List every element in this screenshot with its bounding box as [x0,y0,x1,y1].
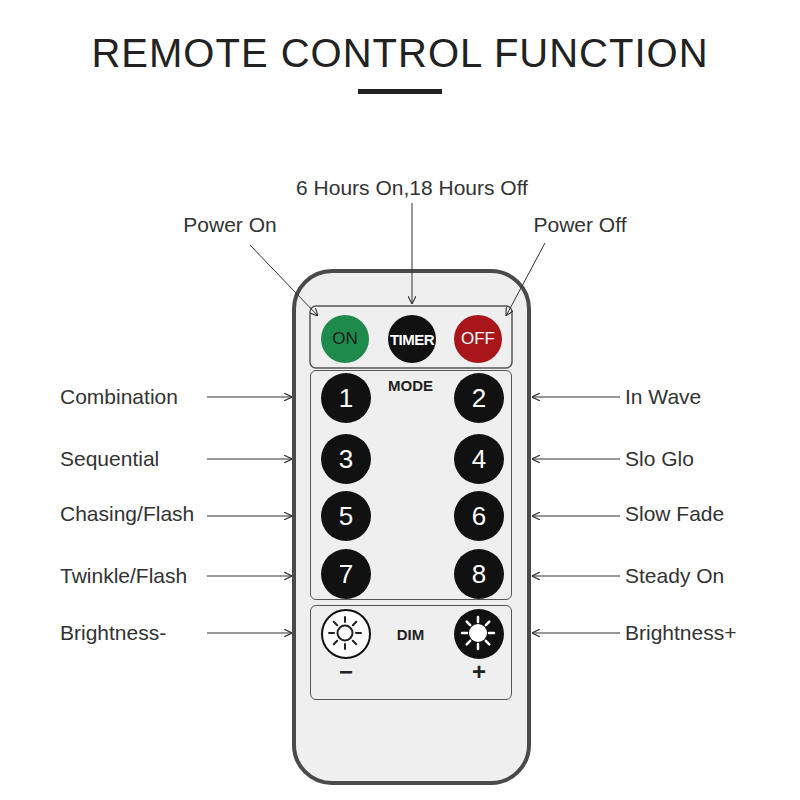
leader-line [532,633,620,634]
button-panel: MODE12345678 [310,370,512,600]
button-circle [321,434,371,484]
leader-line [412,203,413,304]
leader-line [250,245,318,316]
callout-label: Power On [183,212,276,238]
title-underline [358,89,442,94]
button-label: 4 [454,434,504,484]
button-circle [454,609,504,659]
button-circle [321,491,371,541]
leader-line [532,516,620,517]
button-label: 2 [454,373,504,423]
remote-body [294,271,529,783]
button-circle [454,373,504,423]
remote-button: 3 [321,434,371,484]
leader-line [207,459,292,460]
button-outline [321,609,371,659]
callout-label: Brightness+ [625,620,736,646]
callout-label: Slo Glo [625,446,694,472]
button-panel: DIM−+ [310,605,512,700]
leader-line [207,397,292,398]
leader-line [207,576,292,577]
callout-label: 6 Hours On,18 Hours Off [296,175,528,201]
remote-button: ON [321,315,369,363]
remote-button: 7 [321,549,371,599]
button-circle [321,315,369,363]
callout-label: Sequential [60,446,159,472]
button-label: 6 [454,491,504,541]
button-label: 7 [321,549,371,599]
title: REMOTE CONTROL FUNCTION [0,28,800,78]
callout-label: Chasing/Flash [60,501,194,527]
button-circle [322,610,370,658]
remote-button: 2 [454,373,504,423]
remote-button: 6 [454,491,504,541]
button-label: 5 [321,491,371,541]
remote-button: 8 [454,549,504,599]
button-circle [454,315,502,363]
callout-label: Slow Fade [625,501,724,527]
remote-button: 4 [454,434,504,484]
button-label: 8 [454,549,504,599]
remote-button: + [454,609,504,659]
remote-button: 1 [321,373,371,423]
callout-label: In Wave [625,384,701,410]
button-circle [321,549,371,599]
button-outline [454,609,504,659]
leader-line [532,397,620,398]
button-circle [454,549,504,599]
callout-label: Brightness- [60,620,166,646]
button-circle [454,491,504,541]
leader-line [532,459,620,460]
remote-button: TIMER [388,315,436,363]
button-label: − [321,661,371,683]
button-label: 1 [321,373,371,423]
callout-label: Power Off [534,212,627,238]
remote-button: − [321,609,371,659]
callout-label: Steady On [625,563,724,589]
button-label: + [454,661,504,683]
leader-line [207,516,292,517]
remote-button: 5 [321,491,371,541]
callout-label: Twinkle/Flash [60,563,187,589]
leader-line [532,576,620,577]
button-circle [454,434,504,484]
button-label: ON [321,315,369,363]
power-panel [310,306,512,368]
callout-label: Combination [60,384,178,410]
leader-line [207,633,292,634]
button-label: TIMER [384,315,440,363]
button-label: OFF [454,315,502,363]
remote-button: OFF [454,315,502,363]
button-label: 3 [321,434,371,484]
leader-line [506,243,545,316]
button-circle [321,373,371,423]
